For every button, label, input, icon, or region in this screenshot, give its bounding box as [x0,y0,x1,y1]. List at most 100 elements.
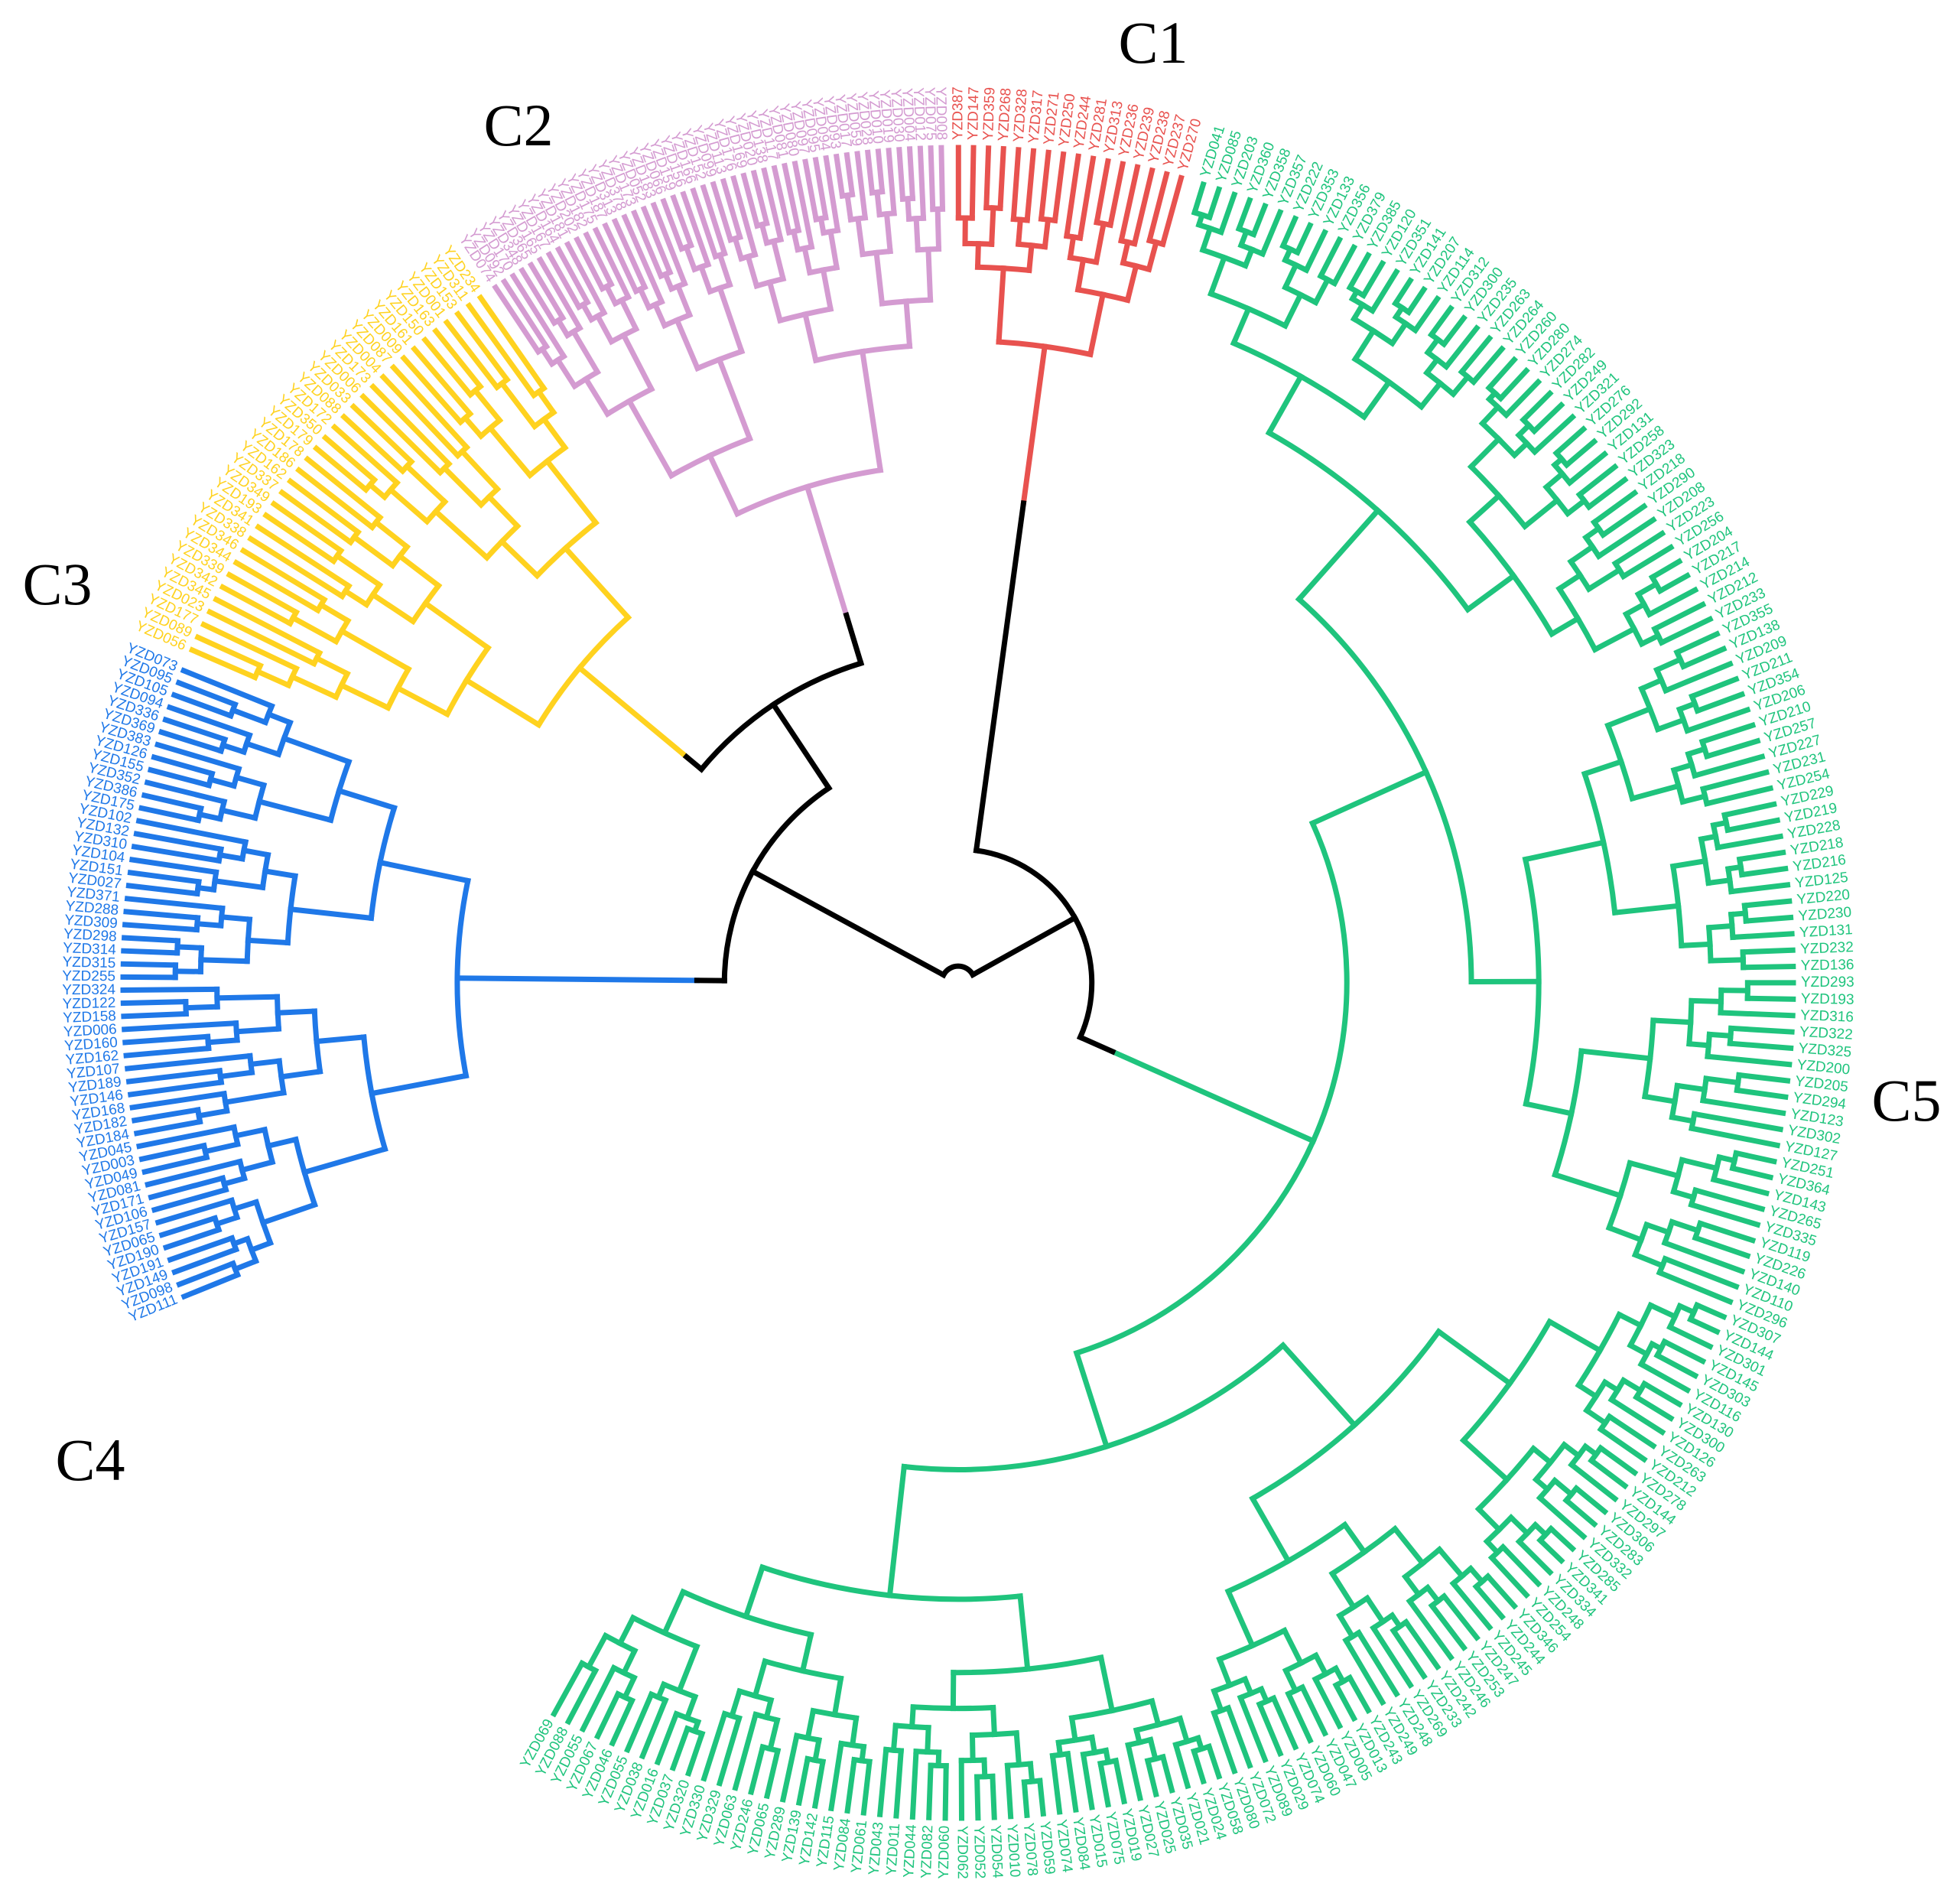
cluster-c5-branch [609,1696,636,1747]
cluster-c4-branch [262,867,298,880]
cluster-c3-branch [431,507,491,561]
cluster-c2-branch [619,331,655,393]
cluster-c5-branch [684,1693,699,1722]
cluster-c4-branch [219,741,248,756]
cluster-c4-branch [135,818,249,846]
cluster-c3-branch [379,373,462,460]
cluster-c5-branch [1073,1349,1110,1450]
cluster-c5-branch [1097,1760,1111,1808]
cluster-c4-branch [206,776,238,789]
cluster-c5-branch [1417,379,1445,411]
cluster-c3-branch [454,310,511,384]
cluster-c5-branch [1149,1697,1162,1729]
cluster-c2-stem [804,483,850,619]
cluster-c5-branch [1279,1341,1359,1430]
root-arc [973,847,1095,1041]
cluster-c3-branch [540,415,569,452]
cluster-c3-branch [213,596,323,657]
cluster-c2-branch [928,145,936,213]
cluster-c5-branch [1036,1778,1047,1817]
cluster-c5-branch [1435,1328,1514,1387]
root-branch [969,914,1079,979]
cluster-c5-branch [1620,543,1675,581]
cluster-c5-branch [1467,1564,1487,1586]
cluster-c5-branch [1683,706,1751,734]
cluster-c5-branch [1646,586,1699,618]
cluster-c3-branch [498,538,541,580]
cluster-c3-branch [286,477,362,536]
cluster-c3-branch [498,379,539,431]
leaf-label: YZD314 [63,940,117,958]
cluster-c4-branch [216,851,245,862]
cluster-c3-branch [410,345,474,418]
cluster-c5-branch [1736,1072,1791,1084]
cluster-c5-branch [1560,1440,1583,1460]
cluster-c5-branch [1611,903,1682,916]
cluster-c2-branch [492,284,542,356]
cluster-c4-branch [232,1257,260,1273]
cluster-c4-branch [248,1239,275,1254]
cluster-c4-branch [120,961,179,968]
cluster-c2-branch [554,316,571,340]
cluster-c5-branch [1249,1495,1292,1565]
cluster-c5-branch [909,1748,919,1820]
cluster-c2-branch [770,238,787,282]
cluster-c5-branch [1065,1750,1079,1814]
cluster-c5-branch [799,1631,814,1674]
cluster-c5-branch [1467,435,1503,471]
cluster-c3-branch [206,608,318,668]
cluster-c4-branch [147,766,213,789]
cluster-c2-branch [802,158,820,223]
cluster-c5-branch [1741,964,1796,971]
cluster-c5-branch [1529,1444,1555,1466]
cluster-c5-branch [1686,1040,1712,1049]
cluster-c5-branch [1660,1338,1707,1365]
cluster-c5-branch [1743,914,1794,924]
cluster-c5-branch [1269,1694,1299,1751]
cluster-c5-branch [1705,1053,1793,1068]
cluster-c5-branch [1666,1323,1714,1351]
cluster-c3-branch [535,388,557,417]
cluster-c5-branch [1259,208,1284,258]
cluster-c5-branch [1147,1736,1159,1762]
cluster-c5-branch [1643,1221,1672,1236]
cluster-c5-branch [1698,721,1757,746]
cluster-c2-branch [883,210,893,255]
cluster-c4-branch [239,1159,276,1173]
cluster-c5-branch [1744,995,1796,1002]
cluster-c5-branch [1718,1010,1796,1019]
cluster-c5-branch [550,1659,586,1718]
cluster-c3-branch [313,654,351,678]
cluster-c1-branch [997,145,1006,211]
cluster-c5-branch [1224,1587,1256,1650]
cluster-c5-branch [1654,716,1687,733]
cluster-c4-branch [138,1142,207,1163]
cluster-c3-branch [262,512,338,565]
cluster-c5-branch [1568,1461,1619,1503]
cluster-c1-branch [989,205,996,247]
cluster-c5-branch [811,1758,827,1809]
cluster-c2-branch [545,251,583,311]
cluster-c3-branch [543,457,600,527]
cluster-c5-branch [1279,215,1299,250]
cluster-c5-branch [974,1774,981,1821]
cluster-c3-branch [321,434,379,484]
cluster-c5-branch [1211,1687,1225,1714]
cluster-c4-branch [121,1010,189,1020]
cluster-label-c1: C1 [1118,9,1188,76]
cluster-c5-branch [1650,1017,1694,1026]
cluster-c5-branch [1485,356,1519,392]
cluster-c5-branch [1308,768,1430,827]
cluster-c5-branch [1211,1709,1238,1775]
cluster-c1-branch [1107,161,1126,229]
cluster-c5-branch [1669,1114,1697,1124]
cluster-c5-branch [1611,529,1666,568]
cluster-c5-branch [1699,1097,1786,1117]
cluster-c5-branch [763,1696,775,1721]
cluster-c4-branch [255,798,334,824]
cluster-c5-branch [1176,1715,1191,1745]
cluster-c4-branch [151,1186,229,1214]
cluster-c1-branch [1118,164,1141,244]
cluster-c5-branch [1312,1675,1344,1730]
